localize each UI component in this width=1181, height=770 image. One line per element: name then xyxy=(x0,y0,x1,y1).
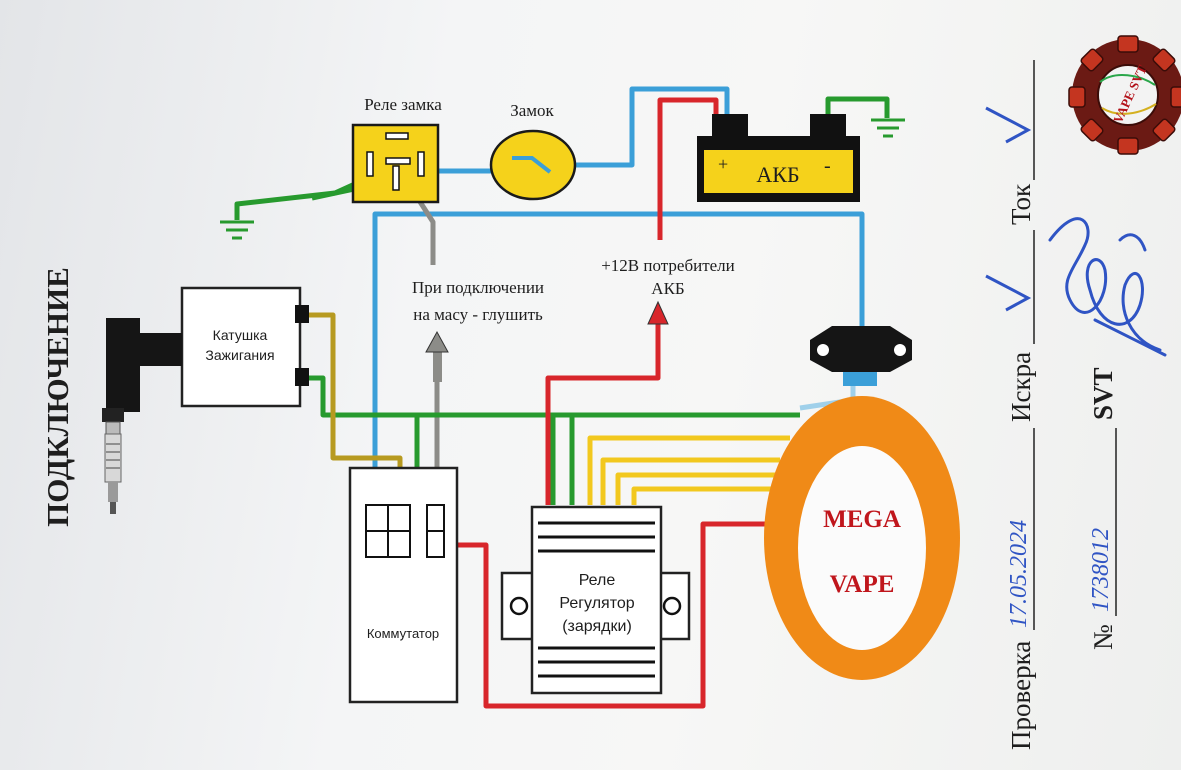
check-label: Проверка xyxy=(1006,641,1036,750)
brand-label: SVT xyxy=(1088,367,1118,420)
battery-minus: - xyxy=(824,155,831,177)
number-label: № xyxy=(1088,624,1118,650)
consumers-note-2: АКБ xyxy=(651,279,684,298)
vape-svt-logo xyxy=(1068,35,1181,155)
ground-symbol-battery xyxy=(871,118,905,138)
wire-blue-loop xyxy=(372,211,865,505)
current-check-icon xyxy=(985,106,1032,144)
number-value: 1738012 xyxy=(1088,528,1114,612)
wire-green-coil-stator xyxy=(300,375,800,418)
coil-label-2: Зажигания xyxy=(205,347,274,363)
spark-label: Искра xyxy=(1006,352,1036,422)
current-label: Ток xyxy=(1006,183,1036,225)
side-title: ПОДКЛЮЧЕНИЕ xyxy=(40,267,75,527)
check-block: Проверка 17.05.2024 Искра Ток xyxy=(985,60,1036,750)
sensor-connector xyxy=(810,326,912,386)
red-arrow-icon xyxy=(647,300,669,325)
consumers-note-1: +12В потребители xyxy=(601,256,735,275)
stator-label-1: MEGA xyxy=(823,506,901,533)
lock-label: Замок xyxy=(510,101,554,120)
ground-note-1: При подключении xyxy=(412,278,544,297)
regulator-label-2: Регулятор xyxy=(559,595,634,612)
wire-red-comm-stator xyxy=(437,521,768,709)
spark-check-icon xyxy=(985,274,1032,312)
ignition-coil xyxy=(102,286,309,514)
commutator-label: Коммутатор xyxy=(367,626,439,641)
wire-red-regulator-consumers xyxy=(545,320,661,505)
voltage-regulator xyxy=(500,505,691,695)
battery-label: АКБ xyxy=(756,162,799,187)
ground-note-2: на масу - глушить xyxy=(413,305,543,324)
wire-yellow-3 xyxy=(615,472,775,505)
coil-label-1: Катушка xyxy=(213,327,268,343)
lock-relay xyxy=(351,123,440,204)
wire-red-battery-consumers xyxy=(657,97,719,240)
battery xyxy=(697,114,860,202)
commutator xyxy=(348,466,459,704)
signature xyxy=(1048,217,1167,357)
stator-label-2: VAPE xyxy=(830,571,895,598)
wire-blue-lock-battery xyxy=(573,86,730,168)
ground-symbol-relay xyxy=(220,220,254,240)
wire-yellow-1 xyxy=(587,435,790,505)
ignition-lock xyxy=(489,129,577,201)
regulator-label-1: Реле xyxy=(579,572,616,589)
lock-relay-label: Реле замка xyxy=(364,95,442,114)
wire-yellow-4 xyxy=(631,486,772,505)
gray-arrow-icon xyxy=(425,330,449,382)
stator-ring xyxy=(764,396,960,680)
number-block: № 1738012 SVT xyxy=(1088,367,1118,650)
battery-plus: + xyxy=(718,154,728,174)
check-value: 17.05.2024 xyxy=(1006,520,1032,628)
wire-green-battery-ground xyxy=(825,96,890,118)
wire-yellow-2 xyxy=(600,457,780,505)
regulator-label-3: (зарядки) xyxy=(562,618,632,635)
